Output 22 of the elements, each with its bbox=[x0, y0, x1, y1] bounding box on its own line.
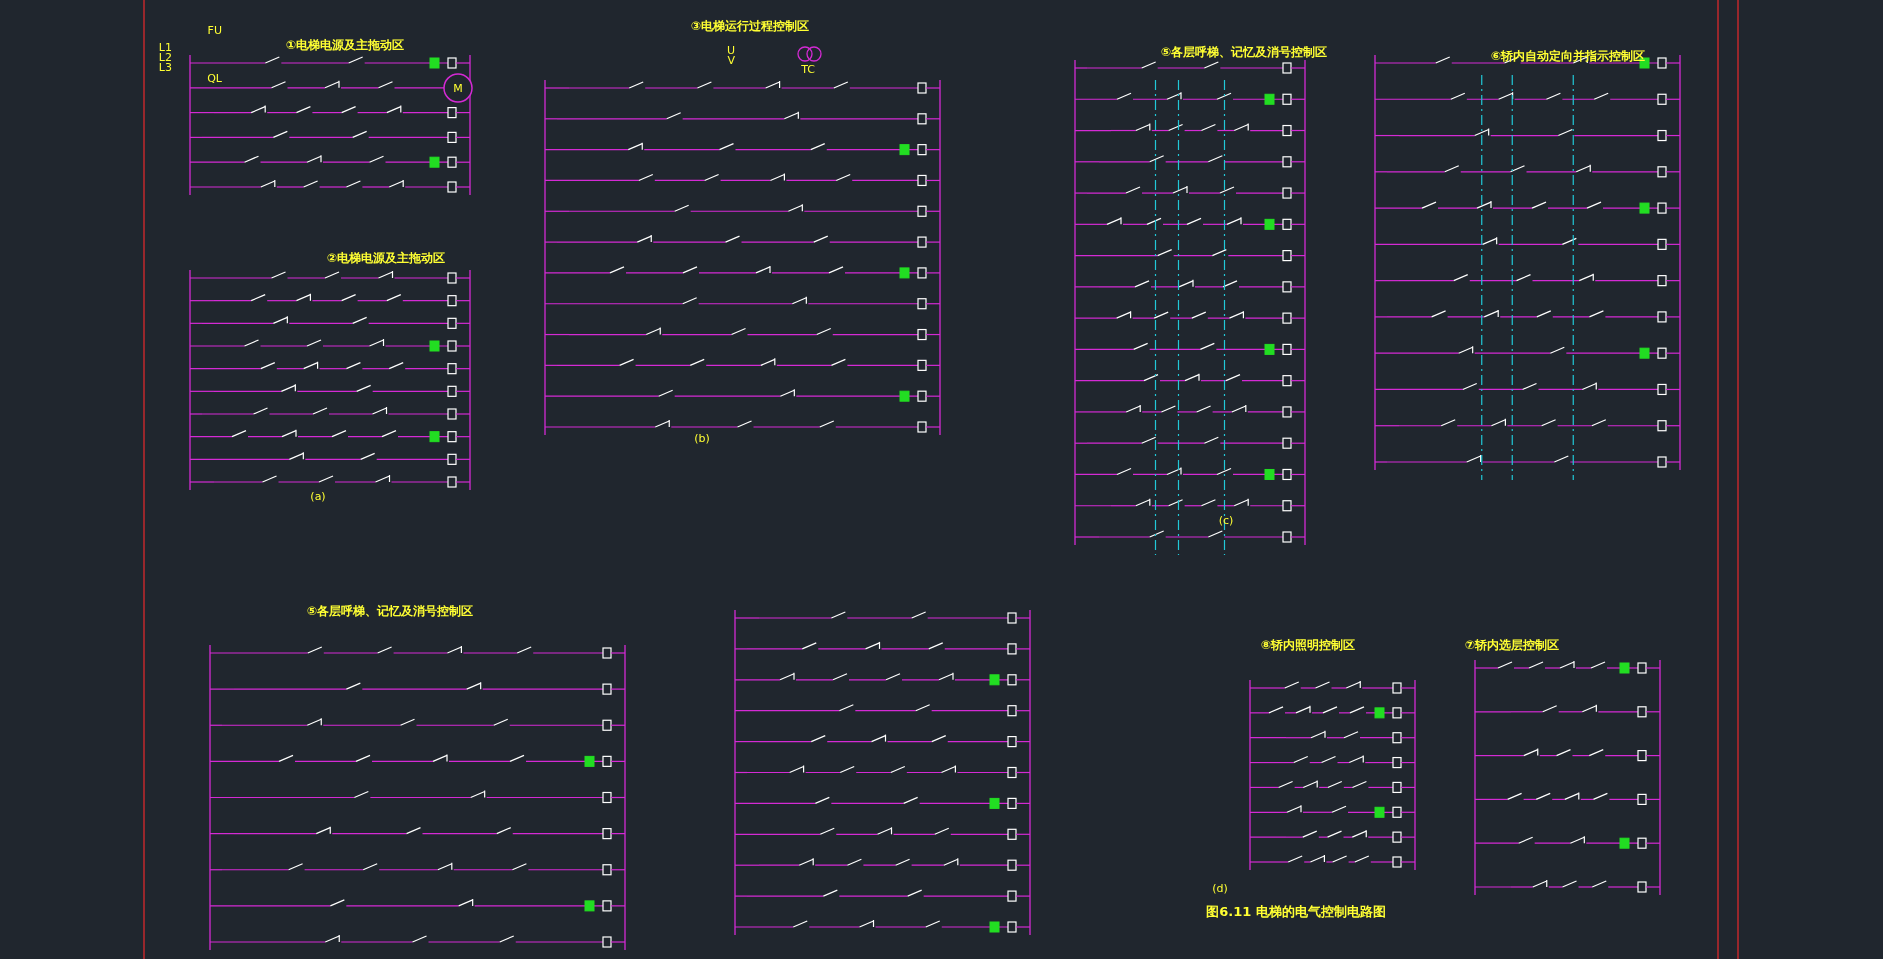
panel-title: ⑦轿内选层控制区 bbox=[1464, 639, 1560, 651]
panel-title: ⑥轿内自动定向并指示控制区 bbox=[1490, 50, 1646, 62]
terminal-label: U bbox=[726, 44, 735, 56]
terminal-label: L2 bbox=[158, 51, 172, 63]
terminal-label: L1 bbox=[158, 41, 172, 53]
panel-title: ②电梯电源及主拖动区 bbox=[326, 252, 446, 264]
terminal-label: V bbox=[727, 54, 735, 66]
panel-title: ③电梯运行过程控制区 bbox=[690, 20, 810, 32]
panel-title: ①电梯电源及主拖动区 bbox=[285, 39, 405, 51]
figure-caption: 图6.11 电梯的电气控制电路图 bbox=[1206, 904, 1386, 918]
terminal-label: L3 bbox=[158, 61, 172, 73]
sub-figure-label: (b) bbox=[694, 432, 710, 444]
component-label: FU bbox=[207, 24, 222, 36]
sub-figure-label: (a) bbox=[310, 490, 326, 502]
panel-title: ⑤各层呼梯、记忆及消号控制区 bbox=[306, 605, 474, 617]
component-label: QL bbox=[207, 72, 222, 84]
component-label: TC bbox=[801, 63, 815, 75]
motor-label: M bbox=[453, 82, 463, 94]
panel-title: ⑧轿内照明控制区 bbox=[1260, 639, 1356, 651]
panel-title: ⑤各层呼梯、记忆及消号控制区 bbox=[1160, 46, 1328, 58]
sub-figure-label: (d) bbox=[1212, 882, 1228, 894]
sub-figure-label: (c) bbox=[1218, 514, 1234, 526]
